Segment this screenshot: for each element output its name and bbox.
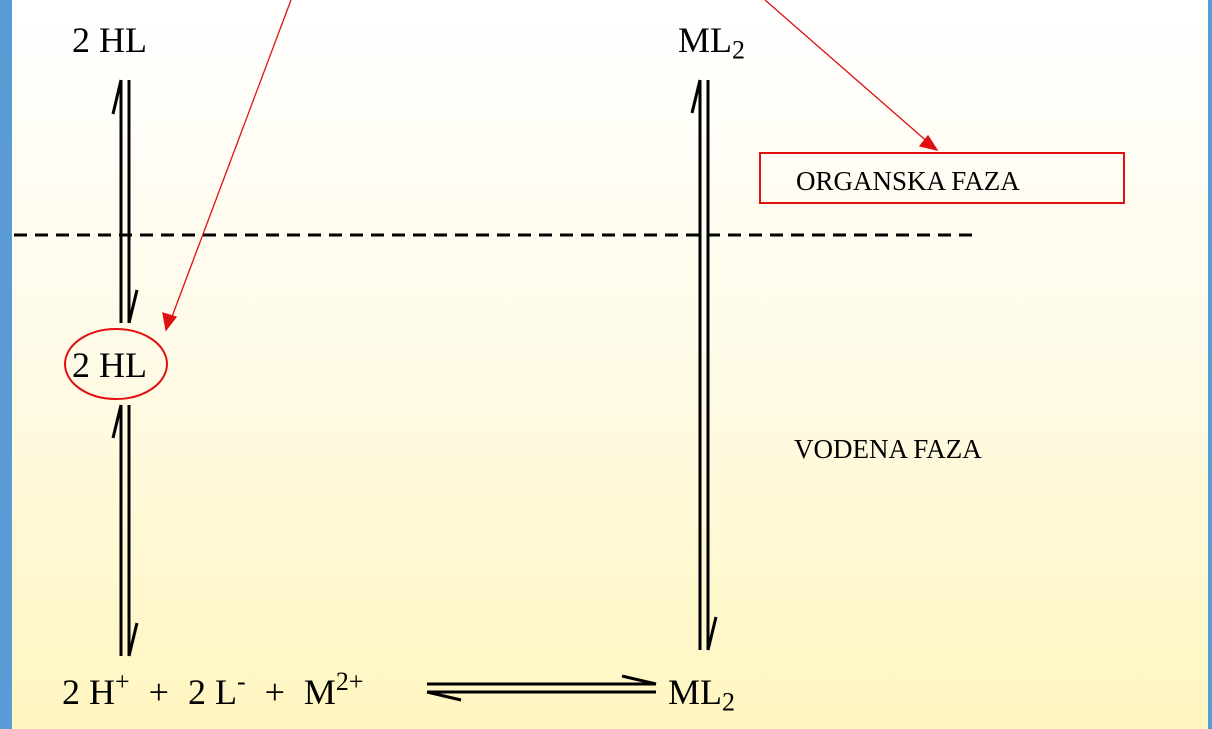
annotation-pointer-arrows: [162, 0, 939, 332]
proton-base: 2 H: [62, 672, 115, 712]
plus-sign-2: +: [264, 672, 285, 712]
proton-charge: +: [115, 666, 130, 696]
organic-phase-label: ORGANSKA FAZA: [796, 168, 1020, 195]
aqueous-ml2-base: ML: [668, 672, 722, 712]
organic-phase-text: ORGANSKA FAZA: [796, 166, 1020, 196]
organic-ml2-subscript: 2: [732, 35, 745, 65]
metal-ion-base: M: [303, 672, 336, 712]
ligand-anion-base: 2 L: [187, 672, 237, 712]
metal-ion-charge: 2+: [335, 666, 364, 696]
aqueous-ml2-label: ML2: [668, 672, 735, 715]
horizontal-equilibrium-arrows: [426, 674, 657, 702]
organic-hl-text: 2 HL: [72, 20, 147, 60]
plus-sign-1: +: [148, 672, 169, 712]
slide-background: [12, 0, 1208, 729]
right-equilibrium-arrows: [690, 79, 718, 651]
organic-hl-label: 2 HL: [72, 22, 147, 58]
organic-ml2-base: ML: [678, 20, 732, 60]
aqueous-hl-highlight-ellipse: [64, 328, 168, 400]
left-upper-equilibrium-arrows: [111, 79, 139, 324]
aqueous-hl-text: 2 HL: [72, 345, 147, 385]
aqueous-hl-label: 2 HL: [72, 347, 147, 383]
organic-phase-highlight-box: [759, 152, 1125, 204]
ligand-anion-charge: -: [236, 666, 246, 696]
aqueous-phase-label: VODENA FAZA: [794, 436, 982, 463]
organic-ml2-label: ML2: [678, 20, 745, 63]
aqueous-ml2-subscript: 2: [722, 687, 735, 717]
left-lower-equilibrium-arrows: [111, 404, 139, 657]
aqueous-phase-text: VODENA FAZA: [794, 434, 982, 464]
bottom-equation-reactants: 2 H+ + 2 L- + M2+: [62, 668, 363, 712]
